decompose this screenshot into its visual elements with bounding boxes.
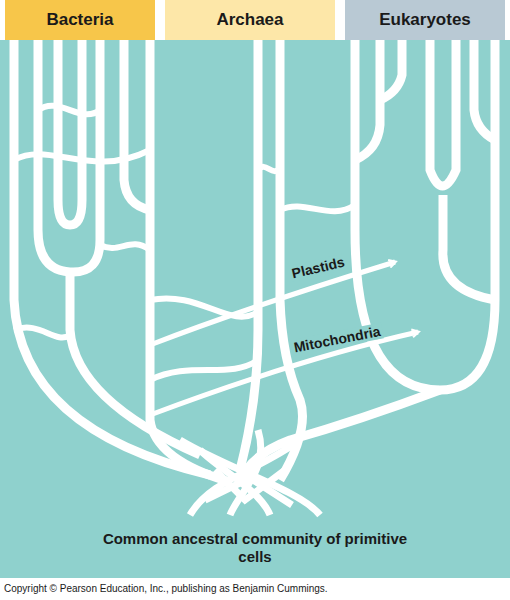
copyright-note: Copyright © Pearson Education, Inc., pub… [4, 583, 328, 594]
domain-name: Archaea [216, 10, 283, 30]
domain-name: Bacteria [46, 10, 113, 30]
endosymbiosis-arrows [150, 262, 418, 415]
teal-ground [0, 40, 510, 578]
domain-name: Eukaryotes [379, 10, 471, 30]
root-caption: Common ancestral community of primitive … [95, 530, 415, 566]
ancestral-tangle [180, 430, 320, 515]
domain-header: Bacteria [5, 0, 155, 40]
lineage-branches [14, 40, 495, 482]
domain-header: Archaea [165, 0, 335, 40]
domain-header: Eukaryotes [345, 0, 505, 40]
